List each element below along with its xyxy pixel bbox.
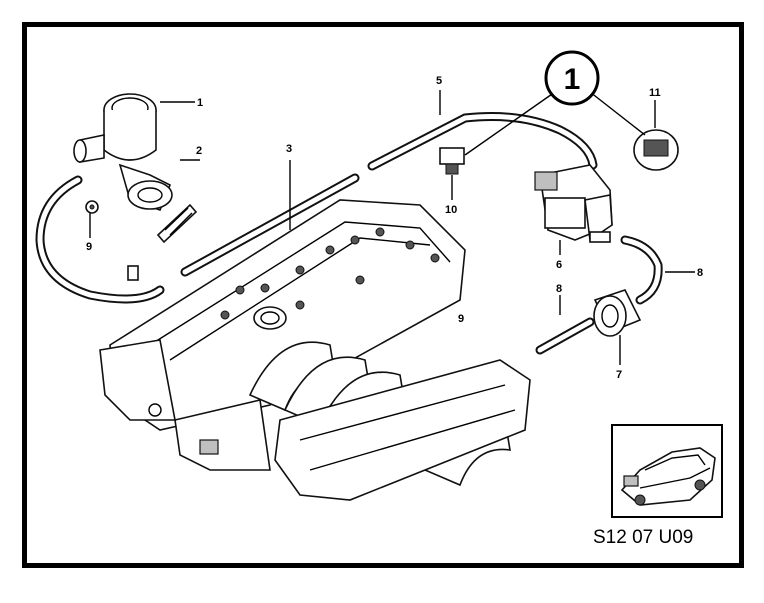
- label-part-8b: 8: [556, 283, 562, 295]
- intake-manifold-assembly: [99, 199, 531, 501]
- connecting-tube: [535, 317, 595, 355]
- label-part-7: 7: [616, 369, 622, 381]
- check-valve: [439, 147, 465, 175]
- secondary-air-valve: [73, 93, 173, 211]
- right-hose: [620, 235, 663, 305]
- label-part-9a: 9: [86, 241, 92, 253]
- leader-lines: [89, 90, 695, 365]
- label-part-8a: 8: [697, 267, 703, 279]
- label-part-11: 11: [649, 87, 661, 99]
- label-part-10: 10: [445, 204, 457, 216]
- callout-number: 1: [564, 63, 581, 96]
- washer-left: [85, 200, 99, 214]
- bolt: [156, 203, 198, 244]
- solenoid-valve: [534, 164, 613, 243]
- left-hose: [35, 175, 165, 304]
- label-part-2: 2: [196, 145, 202, 157]
- diagram-code: S12 07 U09: [593, 527, 693, 548]
- label-part-9b: 9: [458, 313, 464, 325]
- upper-hose: [367, 112, 598, 171]
- long-hose: [180, 173, 360, 277]
- label-part-1: 1: [197, 97, 203, 109]
- car-locator-inset: [611, 424, 723, 518]
- label-part-5: 5: [436, 75, 442, 87]
- callout-circle: 1: [544, 50, 600, 106]
- valve-cover-bolts: [220, 227, 440, 320]
- air-filter: [593, 289, 642, 337]
- label-part-6: 6: [556, 259, 562, 271]
- label-part-3: 3: [286, 143, 292, 155]
- connector-plug: [633, 129, 679, 171]
